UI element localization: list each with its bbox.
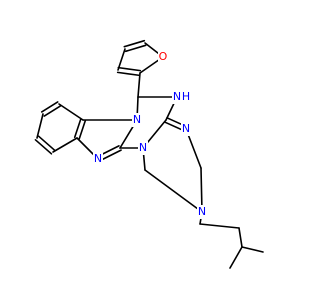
atom-label-n_fused: N [139,141,147,154]
bond-C11a-C7a-double-b [73,118,82,139]
atom-mask-n_amine [172,90,182,104]
atom-mask-o_furan [158,50,168,64]
bond-C10-C11a [52,137,78,153]
bond-C3-N2 [200,167,203,213]
bond-C7a-C7 [58,103,84,121]
bond-fC1-fC2-double-b [124,44,147,53]
bond-fC3-fC4-double-b [117,66,142,72]
bond-fC2-fC3 [117,48,126,71]
bond-CH-Me1 [241,246,264,253]
bond-CH2b-CH [238,227,243,248]
bond-fC4-C6 [137,72,141,98]
bond-fC1-fC2-double-a [123,39,146,48]
bond-C9-C10-double-a [34,139,53,155]
bond-fC3-fC4-double-a [116,71,141,77]
bond-C9-C10-double-b [37,135,56,151]
atom-mask-n_imidazole [93,152,103,166]
bond-C7-C8-double-a [40,101,59,113]
bond-C8-C9 [36,113,44,139]
atom-mask-n_ring [197,205,207,219]
atom-mask-n_indole [132,113,142,127]
atom-mask-h_amine [181,90,191,104]
bond-layer [34,39,264,269]
atom-mask-n_fused [138,141,148,155]
bond-C11a-C7a-double-a [78,119,87,140]
atom-label-o_furan: O [159,50,168,63]
atom-label-h_amine: H [182,90,190,103]
bond-N2-C1 [144,169,203,213]
atom-mask-n_imine [181,122,191,136]
atom-label-n_amine: N [173,90,181,103]
bond-CH2a-CH2b [199,223,240,229]
atom-label-n_ring: N [198,205,206,218]
bond-C7-C8-double-b [43,105,62,117]
atom-label-n_imidazole: N [94,152,102,165]
atom-label-n_imine: N [182,122,190,135]
bond-CH-Me2 [229,246,243,269]
atom-label-n_indole: N [133,113,141,126]
